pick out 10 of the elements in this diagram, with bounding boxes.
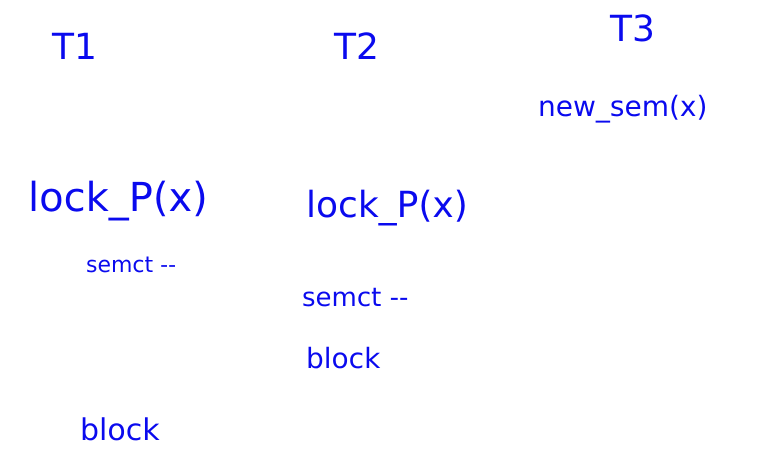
thread-heading: T3 — [610, 10, 655, 50]
thread-heading: T2 — [334, 28, 379, 68]
operation-note: block — [306, 344, 380, 375]
operation-note: lock_P(x) — [28, 176, 208, 220]
operation-note: new_sem(x) — [538, 92, 708, 123]
operation-note: block — [80, 414, 160, 447]
operation-note: lock_P(x) — [306, 186, 468, 226]
operation-note: semct -- — [302, 284, 408, 313]
thread-heading: T1 — [52, 28, 97, 68]
operation-note: semct -- — [86, 254, 176, 278]
